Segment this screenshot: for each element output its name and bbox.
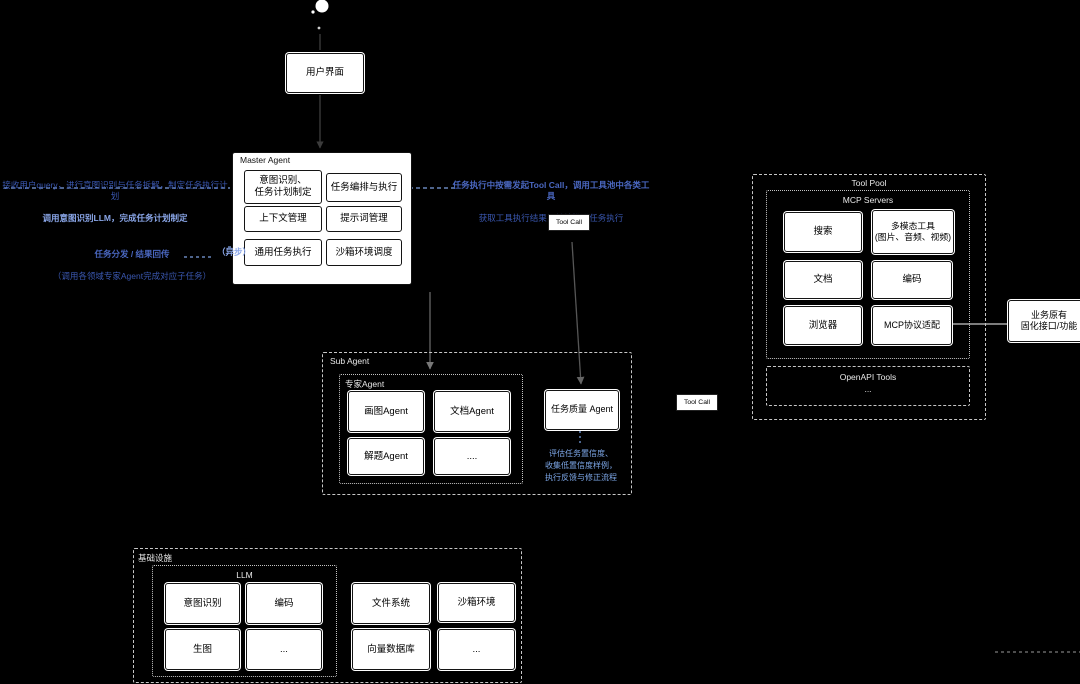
annotation-dispatch-side: （异步） (216, 247, 251, 257)
tool-call-label-master: Tool Call (548, 214, 590, 231)
node-prompt-mgmt: 提示词管理 (326, 206, 402, 232)
mcp-servers-container: MCP Servers (766, 190, 970, 359)
tool-pool-container: Tool Pool (752, 174, 986, 420)
sub-agent-title: Sub Agent (330, 356, 370, 366)
node-infra-more: ... (438, 629, 515, 670)
node-sandbox-env: 沙箱环境 (438, 583, 515, 622)
mcp-servers-title: MCP Servers (842, 195, 894, 205)
openapi-tools-more: ... (864, 384, 872, 394)
node-vectordb: 向量数据库 (352, 629, 430, 670)
llm-title: LLM (236, 570, 253, 580)
node-llm-coding: 编码 (246, 583, 322, 624)
annotation-dispatch-line1: 任务分发 / 结果回传 (94, 249, 170, 259)
node-quality-agent: 任务质量 Agent (545, 390, 619, 430)
annotation-plan: 接收用户query，进行意图识别与任务拆解，制定任务执行计划 调用意图识别LLM… (2, 169, 228, 235)
node-sandbox-dispatch: 沙箱环境调度 (326, 239, 402, 266)
openapi-tools-container: OpenAPI Tools ... (766, 366, 970, 406)
node-mcp-adapter: MCP协议适配 (872, 306, 952, 345)
expert-agent-container: 专家Agent (339, 374, 523, 484)
node-intent-planning: 意图识别、 任务计划制定 (244, 170, 322, 204)
node-doc-tool: 文档 (784, 261, 862, 299)
node-doc-agent: 文档Agent (434, 391, 510, 432)
node-orchestration: 任务编排与执行 (326, 173, 402, 202)
node-llm-imagegen: 生图 (165, 629, 240, 670)
node-general-task: 通用任务执行 (244, 239, 322, 266)
annotation-toolcall-line1: 任务执行中按需发起Tool Call，调用工具池中各类工具 (452, 180, 650, 201)
node-llm-more: ... (246, 629, 322, 670)
node-llm-intent: 意图识别 (165, 583, 240, 624)
llm-container: LLM (152, 565, 337, 677)
node-browser-tool: 浏览器 (784, 306, 862, 345)
quality-agent-note: 评估任务置信度、 收集低置信度样例， 执行反馈与修正流程 (545, 449, 617, 482)
node-solve-agent: 解题Agent (348, 438, 424, 475)
node-draw-agent: 画图Agent (348, 391, 424, 432)
infrastructure-title: 基础设施 (138, 553, 173, 563)
annotation-plan-line1: 接收用户query，进行意图识别与任务拆解，制定任务执行计划 (2, 180, 228, 201)
infrastructure-container: 基础设施 (133, 548, 522, 683)
master-agent-title: Master Agent (240, 155, 291, 165)
node-user-interface: 用户界面 (286, 53, 364, 93)
node-more-agents: .... (434, 438, 510, 475)
node-search-tool: 搜索 (784, 212, 862, 252)
openapi-tools-title: OpenAPI Tools (839, 372, 897, 382)
node-filesystem: 文件系统 (352, 583, 430, 624)
arrow-master-to-quality (571, 241, 585, 385)
tool-call-label-sub: Tool Call (676, 394, 718, 411)
node-multimodal-tool: 多模态工具 (图片、音频、视频) (872, 210, 954, 254)
annotation-dispatch-line2: （调用各领域专家Agent完成对应子任务） (52, 271, 212, 281)
node-context-mgmt: 上下文管理 (244, 206, 322, 232)
expert-agent-title: 专家Agent (345, 379, 385, 389)
annotation-dispatch: 任务分发 / 结果回传 （调用各领域专家Agent完成对应子任务） (52, 238, 212, 293)
user-icon (311, 0, 329, 30)
sub-agent-container: Sub Agent (322, 352, 632, 495)
tool-pool-title: Tool Pool (851, 178, 887, 188)
annotation-plan-line2: 调用意图识别LLM，完成任务计划制定 (42, 213, 188, 223)
node-legacy-interfaces: 业务原有 固化接口/功能 (1008, 300, 1080, 342)
node-coding-tool: 编码 (872, 261, 952, 299)
